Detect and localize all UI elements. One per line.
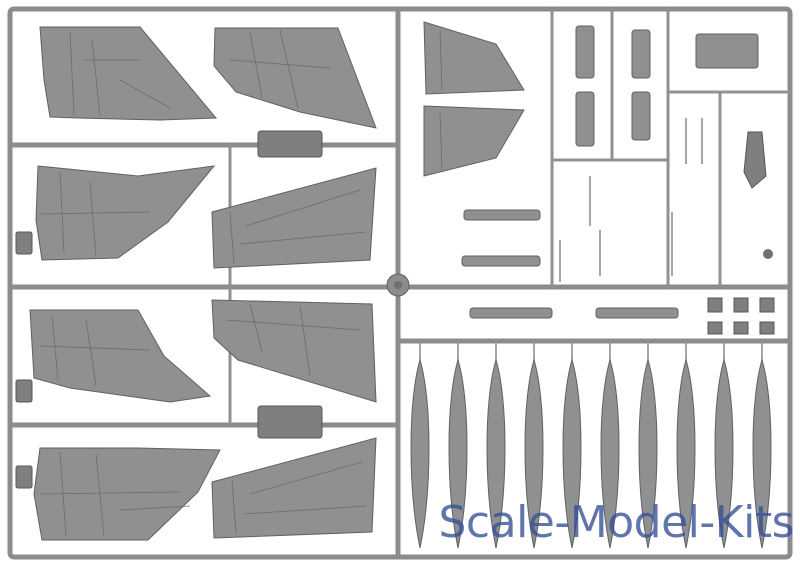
sprue-part [423, 21, 525, 95]
sprue-part [486, 358, 506, 549]
sprue-part [39, 26, 218, 121]
sprue-part [35, 165, 216, 261]
sprue-part [461, 255, 541, 267]
sprue-part [448, 358, 468, 549]
sprue-part [423, 105, 525, 177]
sprue-part [524, 358, 544, 549]
sprue-part [575, 91, 595, 147]
sprue-part [695, 33, 759, 69]
sprue-part [676, 358, 696, 549]
sprue-part-group-left [15, 26, 377, 541]
sprue-part [257, 405, 323, 439]
sprue-part [638, 358, 658, 549]
sprue-part [211, 299, 377, 403]
sprue-part [631, 29, 651, 79]
sprue-part [562, 358, 582, 549]
watermark-text: Scale-Model-Kits [438, 497, 795, 548]
sprue-part [469, 307, 553, 319]
sprue-part [33, 447, 221, 541]
sprue-part [211, 437, 377, 539]
sprue-part [257, 130, 323, 158]
sprue-part-group-fuel-tanks [410, 341, 772, 549]
sprue-part [575, 25, 595, 79]
sprue-part [595, 307, 679, 319]
sprue-part [213, 27, 377, 129]
sprue-part [743, 131, 767, 189]
sprue-part [752, 358, 772, 549]
sprue-part [600, 358, 620, 549]
sprue-part [410, 358, 430, 549]
sprue-part-group-upper-right [423, 21, 775, 335]
sprue-part [714, 358, 734, 549]
sprue-part [463, 209, 541, 221]
sprue-part [29, 309, 212, 403]
sprue-part [631, 91, 651, 141]
